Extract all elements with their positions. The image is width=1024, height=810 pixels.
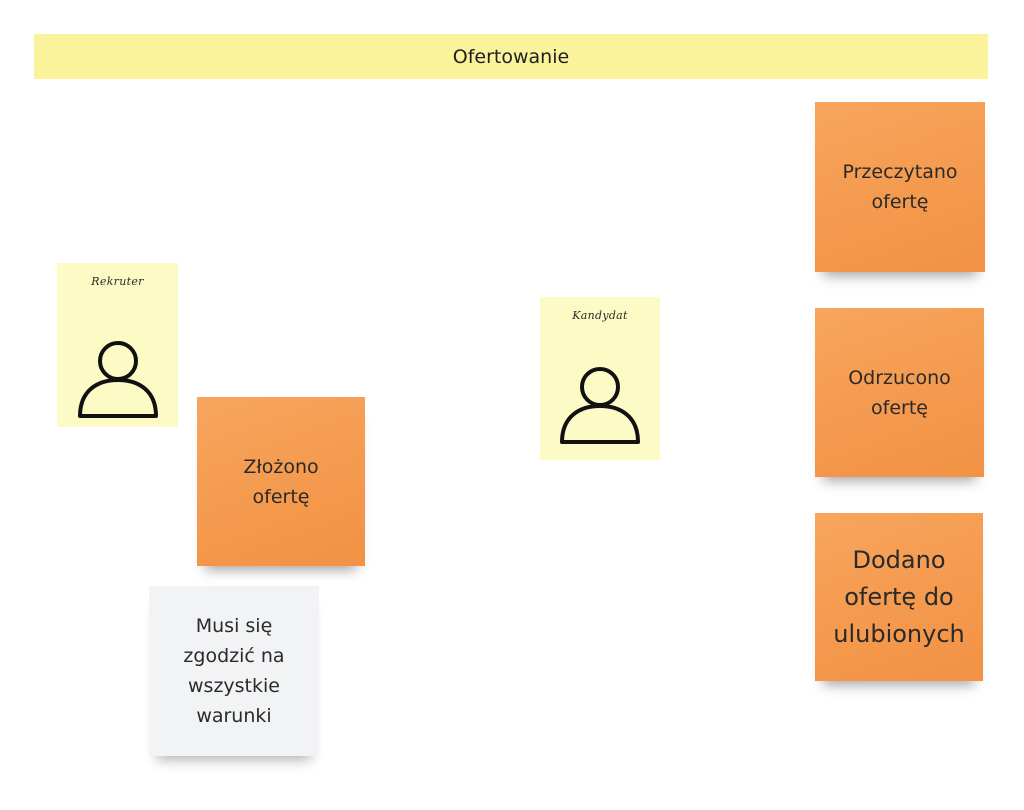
section-banner: Ofertowanie xyxy=(34,34,988,79)
event-note-odrzucono-oferte[interactable]: Odrzucono ofertę xyxy=(815,308,984,477)
event-note-dodano-do-ulubionych[interactable]: Dodano ofertę do ulubionych xyxy=(815,513,983,681)
note-text: Musi się zgodzić na wszystkie warunki xyxy=(183,615,285,727)
actor-card-kandydat[interactable]: Kandydat xyxy=(540,297,660,460)
note-text: Odrzucono ofertę xyxy=(848,366,951,419)
note-text: Przeczytano ofertę xyxy=(842,161,958,213)
actor-label: Rekruter xyxy=(91,275,144,288)
note-text: Złożono ofertę xyxy=(243,455,319,508)
person-icon xyxy=(77,341,158,418)
constraint-note-musi-sie-zgodzic[interactable]: Musi się zgodzić na wszystkie warunki xyxy=(149,586,319,756)
event-note-przeczytano-oferte[interactable]: Przeczytano ofertę xyxy=(815,102,985,272)
actor-label: Kandydat xyxy=(572,309,628,322)
person-icon xyxy=(560,367,640,444)
section-title: Ofertowanie xyxy=(452,45,570,68)
note-text: Dodano ofertę do ulubionych xyxy=(833,545,965,648)
event-note-zlozono-oferte[interactable]: Złożono ofertę xyxy=(197,397,365,566)
actor-card-rekruter[interactable]: Rekruter xyxy=(57,263,178,427)
